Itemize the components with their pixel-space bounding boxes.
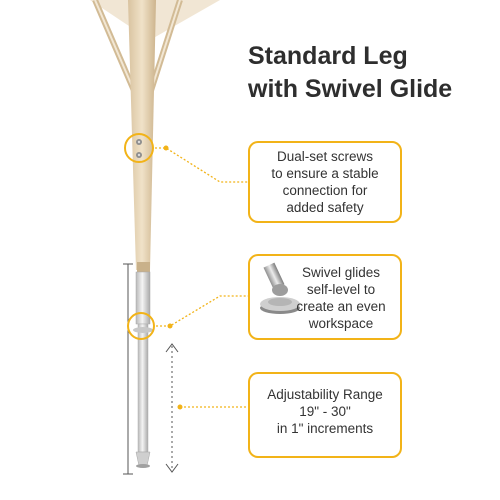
callout-swivel-glide: Swivel glides self-level to create an ev…: [248, 254, 402, 340]
callout-text: 19" - 30": [299, 404, 351, 419]
connector-dots: [163, 145, 183, 410]
screws: [136, 139, 142, 158]
callout-screws: Dual-set screws to ensure a stable conne…: [248, 141, 402, 223]
lower-leg: [133, 271, 153, 468]
callout-text: create an even: [296, 299, 386, 314]
callout-text-block: Swivel glides self-level to create an ev…: [292, 264, 390, 332]
callout-text: Dual-set screws: [276, 149, 374, 164]
callout-adjustability: Adjustability Range 19" - 30" in 1" incr…: [248, 372, 402, 458]
connector-lines: [155, 147, 250, 408]
callout-text: to ensure a stable: [271, 166, 379, 181]
range-arrow: [165, 343, 179, 473]
callout-text: Swivel glides: [301, 265, 381, 280]
upper-leg: [128, 0, 156, 274]
callout-text: added safety: [286, 200, 364, 215]
callout-text: Adjustability Range: [267, 387, 383, 402]
callout-text: connection for: [282, 183, 368, 198]
callout-text: self-level to: [306, 282, 376, 297]
callout-text: in 1" increments: [276, 421, 374, 436]
title-line-2: with Swivel Glide: [248, 75, 453, 103]
height-bracket: [123, 263, 133, 475]
title-line-1: Standard Leg: [248, 42, 408, 70]
highlight-markers: [124, 133, 155, 340]
callout-text: workspace: [308, 316, 374, 331]
page-title: Standard Leg with Swivel Glide: [248, 40, 488, 106]
swivel-glide-image: [260, 262, 300, 314]
